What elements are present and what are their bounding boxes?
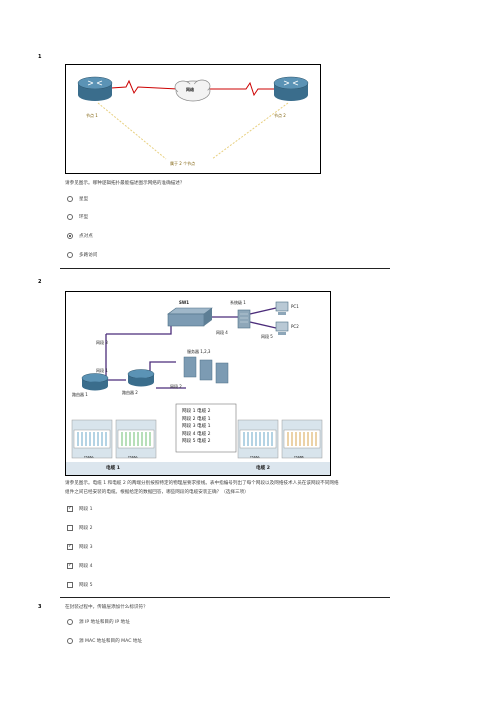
q1-option-1[interactable]: 星型 (67, 196, 88, 202)
checkbox-checked[interactable]: ✓ (67, 544, 73, 550)
pc2-label: PC2 (291, 324, 299, 329)
legend-item: 网段 3 电缆 1 (182, 424, 211, 430)
switch-icon-system (237, 309, 251, 329)
checkbox-checked[interactable]: ✓ (67, 563, 73, 569)
router2-label: 路由器 2 (122, 390, 138, 395)
q1-option-2[interactable]: 环型 (67, 214, 88, 220)
divider (60, 268, 390, 269)
link-left (95, 79, 179, 95)
pc-icon-2 (275, 321, 289, 335)
router1-label: 路由器 1 (72, 392, 88, 397)
jack-std-1: T568A (84, 455, 94, 459)
sw1-label: SW1 (179, 300, 190, 305)
router-icon-2 (127, 369, 155, 387)
legend-item: 网段 2 电缆 1 (182, 416, 211, 422)
jack-panels (71, 419, 323, 459)
q1-option-4[interactable]: 多路访问 (67, 252, 97, 258)
node2-label: 节点 2 (274, 113, 286, 118)
jack-std-3: T568A (250, 455, 260, 459)
cloud-icon (174, 79, 211, 102)
radio-button[interactable] (67, 638, 73, 644)
radio-button[interactable] (67, 214, 73, 220)
question-1-figure: 网络 节点 1 节点 2 属于 2 个节点 (65, 64, 321, 174)
router-icon-node2 (273, 76, 309, 101)
question-3-text: 在封装过程中，传输层添加什么标识符？ (65, 605, 148, 610)
radio-button[interactable] (67, 619, 73, 625)
point-to-point-diagram (77, 76, 309, 160)
q3-option-2[interactable]: 源 MAC 地址和目的 MAC 地址 (67, 638, 142, 644)
seg2-label: 网段 2 (170, 384, 182, 389)
q2-option-3[interactable]: ✓网段 3 (67, 544, 93, 550)
cable-pc1 (249, 307, 277, 315)
jack-std-4: T568B (294, 455, 304, 459)
seg3-label: 网段 3 (96, 340, 108, 345)
cable-pc2 (249, 321, 277, 329)
cloud-label: 网络 (186, 87, 194, 92)
server-icons (183, 356, 229, 384)
system-label: 系统级 1 (230, 300, 246, 305)
question-2-text: 请参见图示。电缆 1 和电缆 2 的两端分别按照特定的物理层要求接线。表中指编号… (65, 481, 339, 495)
checkbox[interactable] (67, 525, 73, 531)
cabling-diagram (66, 301, 330, 475)
q3-option-1[interactable]: 源 IP 地址和目的 IP 地址 (67, 619, 130, 625)
arrow-right (211, 102, 289, 160)
legend-item: 网段 1 电缆 2 (182, 409, 211, 414)
radio-button[interactable] (67, 252, 73, 258)
legend-item: 网段 5 电缆 2 (182, 439, 211, 445)
switch-icon-sw1 (167, 307, 213, 327)
cable2-label: 电缆 2 (256, 466, 270, 471)
jack-std-2: T568A (128, 455, 138, 459)
legend: 网段 1 电缆 2 网段 2 电缆 1 网段 3 电缆 1 网段 4 电缆 2 … (182, 408, 211, 446)
seg5-label: 网段 5 (261, 334, 273, 339)
question-number-1: 1 (38, 54, 42, 60)
seg4-label: 网段 4 (216, 330, 228, 335)
question-number-3: 3 (38, 604, 42, 610)
router-icon-node1 (77, 76, 113, 101)
q1-option-3[interactable]: 点对点 (67, 233, 93, 239)
wire-pins (77, 432, 317, 446)
radio-button[interactable] (67, 196, 73, 202)
q2-option-1[interactable]: ✓网段 1 (67, 506, 93, 512)
arrow-left (97, 102, 167, 160)
seg1-label: 网段 1 (96, 368, 108, 373)
question-2-figure: SW1 系统级 1 PC1 PC2 网段 4 网段 5 网段 3 服务器 1,2… (65, 291, 331, 476)
checkbox[interactable] (67, 582, 73, 588)
figure-caption: 属于 2 个节点 (170, 161, 196, 166)
question-number-2: 2 (38, 279, 42, 285)
cable1-label: 电缆 1 (106, 466, 120, 471)
q2-option-2[interactable]: 网段 2 (67, 525, 93, 531)
pc-icon-1 (275, 301, 289, 315)
link-right (208, 81, 288, 97)
pc1-label: PC1 (291, 304, 299, 309)
router-icon-1 (81, 373, 109, 391)
q2-option-4[interactable]: ✓网段 4 (67, 563, 93, 569)
q2-option-5[interactable]: 网段 5 (67, 582, 93, 588)
divider (60, 597, 390, 598)
cable-label-bar (66, 462, 330, 475)
node1-label: 节点 1 (86, 113, 98, 118)
servers-label: 服务器 1,2,3 (187, 349, 211, 354)
checkbox-checked[interactable]: ✓ (67, 506, 73, 512)
radio-button-selected[interactable] (67, 233, 73, 239)
cable-seg3 (106, 322, 172, 335)
question-1-text: 请参见图示。哪种逻辑拓扑最能描述图示网络的准确描述？ (65, 181, 185, 186)
legend-item: 网段 4 电缆 2 (182, 431, 211, 437)
legend-box (175, 403, 237, 453)
